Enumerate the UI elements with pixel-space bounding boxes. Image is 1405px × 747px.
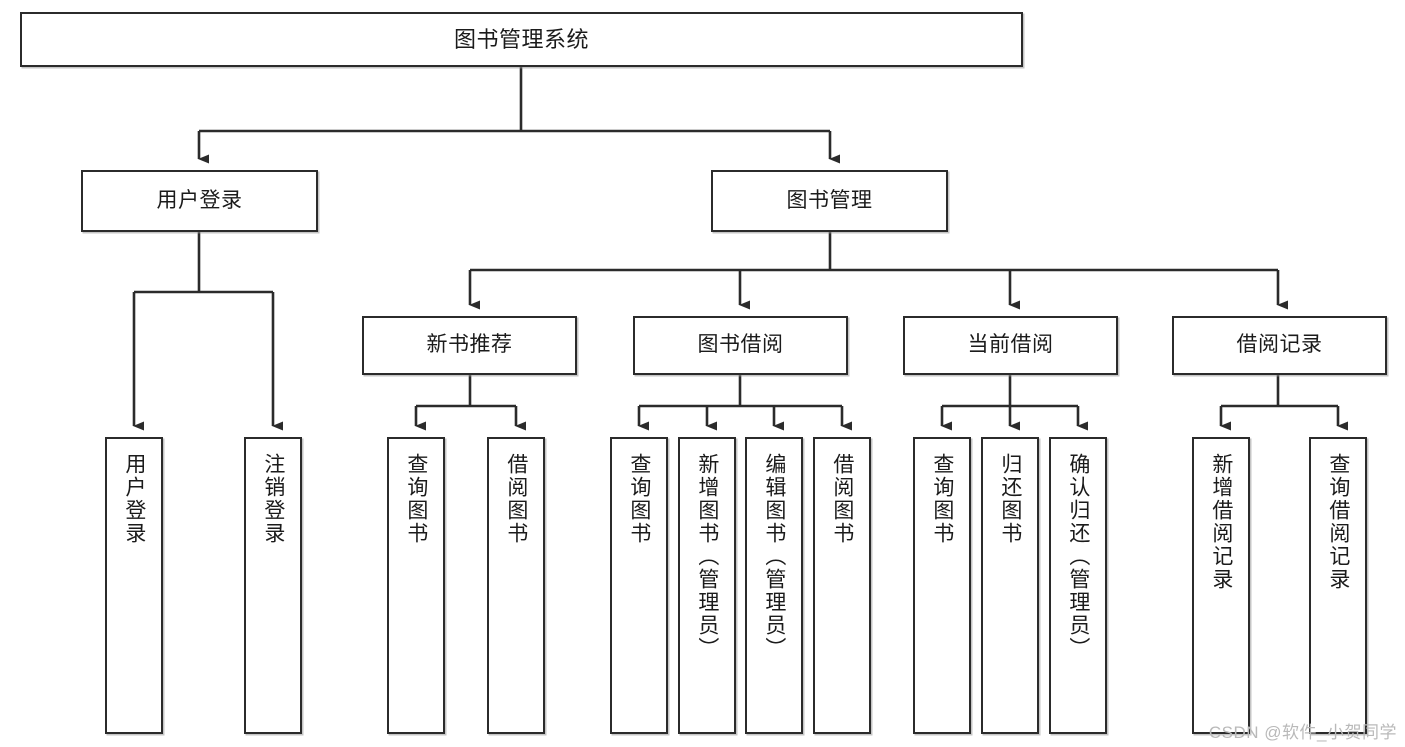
node-level2-1[interactable]: 用户登录 <box>81 170 318 232</box>
node-label: 借阅图书 <box>504 453 528 545</box>
node-label: 新增图书（管理员） <box>695 453 719 660</box>
node-label: 当前借阅 <box>967 333 1054 357</box>
node-level3-2[interactable]: 图书借阅 <box>633 316 848 375</box>
node-label: 用户登录 <box>156 188 243 212</box>
node-leaf-11[interactable]: 确认归还（管理员） <box>1049 437 1107 734</box>
node-label: 查询借阅记录 <box>1326 453 1350 591</box>
node-label: 查询图书 <box>930 453 954 545</box>
node-leaf-6[interactable]: 新增图书（管理员） <box>678 437 736 734</box>
node-label: 查询图书 <box>404 453 428 545</box>
node-level2-2[interactable]: 图书管理 <box>711 170 948 232</box>
node-leaf-1[interactable]: 用户登录 <box>105 437 163 734</box>
node-leaf-10[interactable]: 归还图书 <box>981 437 1039 734</box>
node-leaf-2[interactable]: 注销登录 <box>244 437 302 734</box>
node-leaf-9[interactable]: 查询图书 <box>913 437 971 734</box>
node-leaf-12[interactable]: 新增借阅记录 <box>1192 437 1250 734</box>
node-level3-3[interactable]: 当前借阅 <box>903 316 1118 375</box>
node-leaf-4[interactable]: 借阅图书 <box>487 437 545 734</box>
node-leaf-7[interactable]: 编辑图书（管理员） <box>745 437 803 734</box>
node-leaf-5[interactable]: 查询图书 <box>610 437 668 734</box>
node-label: 归还图书 <box>998 453 1022 545</box>
node-label: 编辑图书（管理员） <box>762 453 786 660</box>
node-label: 新书推荐 <box>426 333 513 357</box>
node-level3-1[interactable]: 新书推荐 <box>362 316 577 375</box>
node-label: 查询图书 <box>627 453 651 545</box>
node-label: 新增借阅记录 <box>1209 453 1233 591</box>
watermark: CSDN @软件_小贺同学 <box>1208 723 1397 742</box>
node-leaf-3[interactable]: 查询图书 <box>387 437 445 734</box>
node-level3-4[interactable]: 借阅记录 <box>1172 316 1387 375</box>
node-label: 注销登录 <box>261 453 285 545</box>
node-label: 借阅记录 <box>1236 333 1323 357</box>
node-label: 图书管理系统 <box>453 26 589 52</box>
node-label: 图书借阅 <box>697 333 784 357</box>
node-label: 借阅图书 <box>830 453 854 545</box>
node-label: 图书管理 <box>786 188 873 212</box>
node-label: 确认归还（管理员） <box>1066 453 1090 660</box>
node-leaf-13[interactable]: 查询借阅记录 <box>1309 437 1367 734</box>
node-root-system[interactable]: 图书管理系统 <box>20 12 1023 67</box>
node-leaf-8[interactable]: 借阅图书 <box>813 437 871 734</box>
node-label: 用户登录 <box>122 453 146 545</box>
